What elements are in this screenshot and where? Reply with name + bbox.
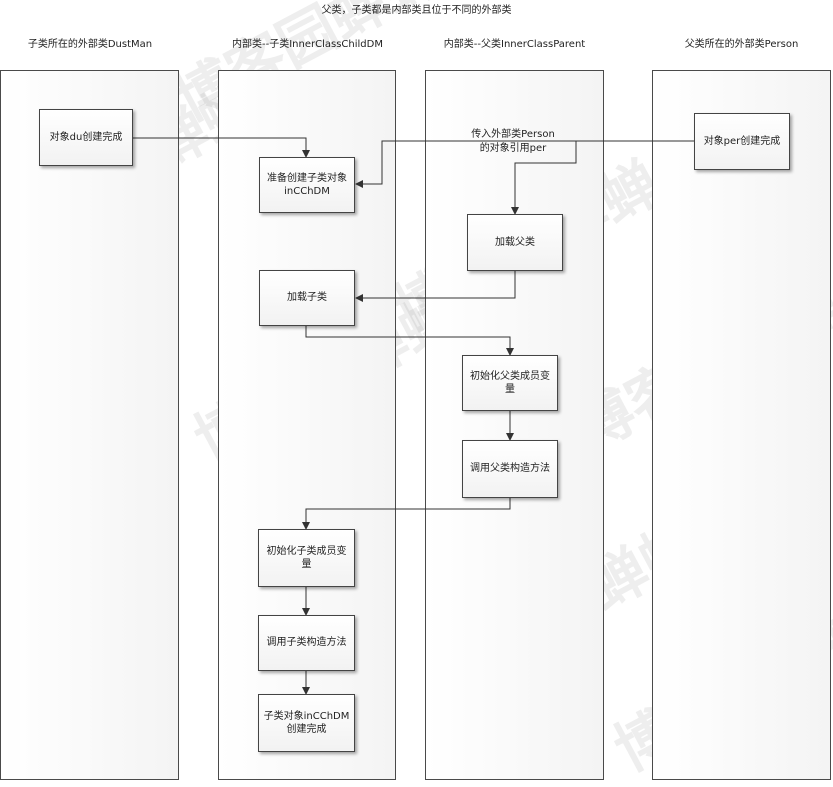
node-du-created[interactable]: 对象du创建完成 [39,109,133,166]
diagram-title: 父类，子类都是内部类且位于不同的外部类 [321,5,512,16]
lane-label-person: 父类所在的外部类Person [684,39,799,50]
pass-reference-note-line2: 的对象引用per [479,142,547,154]
lane-label-child: 内部类--子类InnerClassChildDM [232,39,383,50]
lane-label-dustman: 子类所在的外部类DustMan [27,39,153,50]
node-call-parent-ctor[interactable]: 调用父类构造方法 [462,440,558,498]
node-per-created[interactable]: 对象per创建完成 [694,113,790,170]
pass-reference-note: 传入外部类Person 的对象引用per [448,128,578,155]
node-load-child[interactable]: 加载子类 [259,270,355,326]
pass-reference-note-line1: 传入外部类Person [471,129,555,140]
node-init-child-fields[interactable]: 初始化子类成员变量 [258,529,355,587]
node-init-parent-fields[interactable]: 初始化父类成员变量 [462,355,558,411]
node-prepare-child[interactable]: 准备创建子类对象inCChDM [259,157,355,213]
lane-parent [425,70,604,780]
lane-person [652,70,831,780]
node-load-parent[interactable]: 加载父类 [467,214,563,271]
node-call-child-ctor[interactable]: 调用子类构造方法 [258,615,355,671]
node-child-created[interactable]: 子类对象inCChDM创建完成 [258,694,355,752]
lane-label-parent: 内部类--父类InnerClassParent [443,39,586,50]
lane-dustman [0,70,179,780]
